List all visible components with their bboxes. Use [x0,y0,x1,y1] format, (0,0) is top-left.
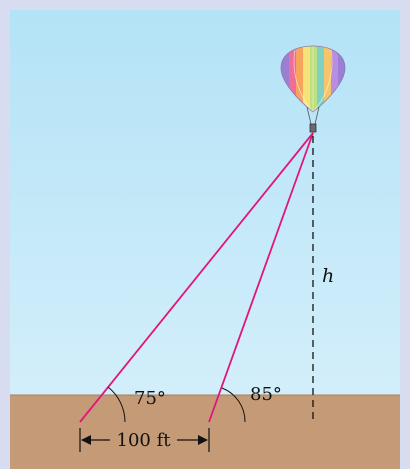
angle-arc-85 [221,387,246,423]
arrow-right-icon [198,435,208,445]
sight-line-far [79,132,314,423]
arrow-left-icon [81,435,91,445]
distance-label: 100 ft [117,430,172,451]
angle-arc-75 [107,386,126,423]
angle-label-85: 85° [250,384,282,405]
ground [10,395,400,469]
sight-line-near [208,132,314,423]
height-label: h [322,265,334,287]
angle-label-75: 75° [134,388,166,409]
basket-icon [309,123,317,133]
balloon-icon [280,45,346,133]
distance-dimension: 100 ft [79,428,210,452]
